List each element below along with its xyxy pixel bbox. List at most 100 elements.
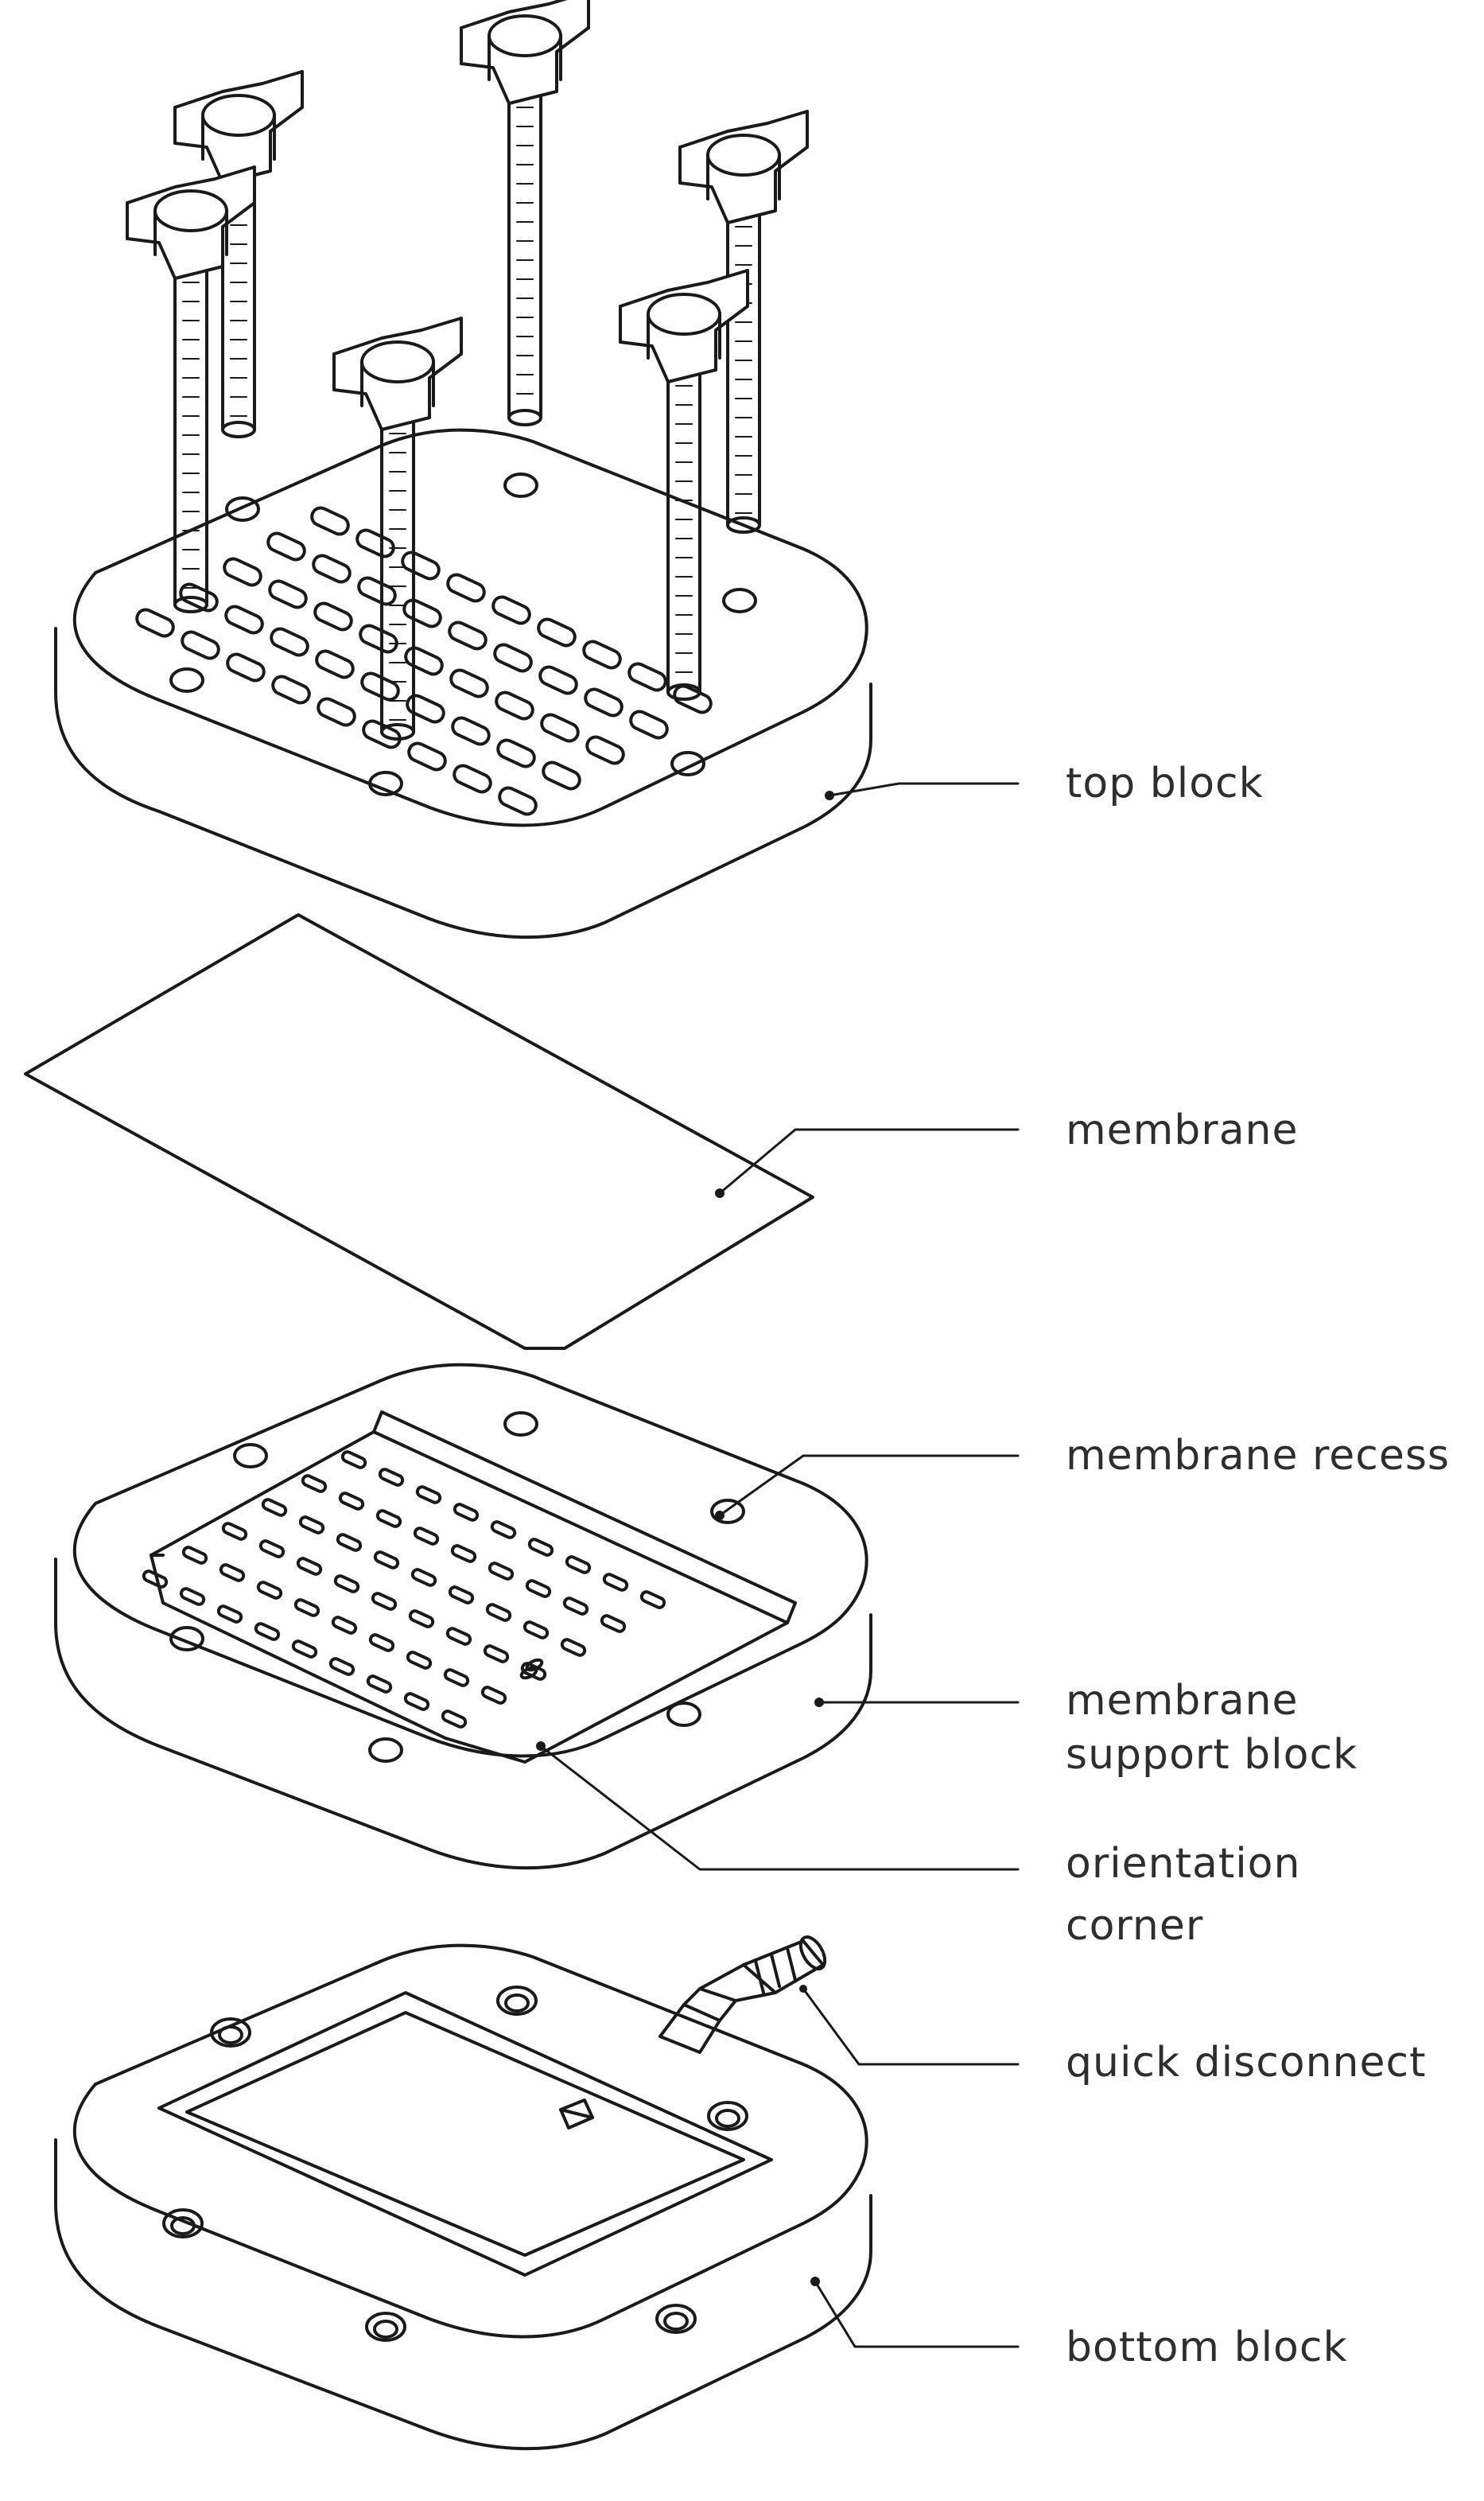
top-slot: [446, 573, 486, 603]
top-slot: [538, 665, 578, 695]
support-slot: [639, 1590, 666, 1609]
support-slot: [301, 1474, 328, 1493]
top-slot: [224, 605, 264, 635]
top-slot: [629, 710, 669, 740]
knob-wing: [332, 317, 463, 391]
support-slot: [485, 1603, 512, 1622]
top-slot: [495, 690, 534, 721]
support-slot: [256, 1581, 283, 1600]
counterbore-outer: [496, 1986, 538, 2016]
support-slot: [216, 1604, 243, 1624]
counterbore-inner: [218, 2025, 243, 2044]
label-orientation-corner-line1: orientation: [1066, 1840, 1301, 1888]
support-slot: [441, 1709, 468, 1729]
support-slot: [488, 1562, 515, 1581]
top-slot: [542, 760, 581, 791]
counterbore-inner: [715, 2109, 740, 2128]
label-orientation-corner-line2: corner: [1066, 1902, 1204, 1950]
knob-top: [153, 189, 228, 232]
knob-wing: [173, 70, 304, 145]
counterbore-outer: [365, 2312, 406, 2342]
top-slot: [401, 550, 441, 581]
support-slot: [336, 1533, 363, 1552]
support-slot: [448, 1585, 475, 1604]
support-slot: [445, 1627, 472, 1646]
support-slot: [221, 1522, 248, 1541]
counterbore-inner: [373, 2320, 398, 2339]
leader-lines: [539, 782, 1020, 2348]
support-slot: [298, 1515, 325, 1534]
support-slot: [415, 1485, 442, 1504]
knob-top: [706, 134, 781, 177]
counterbore-inner: [170, 2216, 196, 2235]
top-slot: [317, 697, 356, 727]
support-slot: [443, 1668, 470, 1687]
support-slot: [254, 1622, 281, 1641]
support-slot: [523, 1620, 550, 1639]
support-slot: [562, 1597, 589, 1616]
support-slot: [179, 1587, 206, 1606]
top-slot: [226, 652, 266, 683]
support-slot: [565, 1555, 592, 1574]
knob-side: [201, 114, 276, 161]
support-block-slots: [142, 1450, 666, 1729]
top-slot: [407, 741, 447, 772]
top-slot: [360, 671, 400, 702]
support-slot: [331, 1616, 358, 1635]
support-slot: [371, 1592, 398, 1611]
top-slot: [627, 662, 667, 692]
support-slot: [378, 1468, 405, 1487]
support-slot: [219, 1563, 246, 1582]
top-slot: [673, 684, 713, 714]
support-slot: [410, 1568, 437, 1587]
counterbore-inner: [663, 2312, 689, 2331]
support-slot: [403, 1692, 430, 1711]
label-quick-disconnect: quick disconnect: [1066, 2039, 1427, 2087]
top-slot: [266, 531, 306, 562]
clamp-rods: [126, 0, 809, 741]
top-slot: [179, 582, 219, 613]
support-slot: [293, 1598, 320, 1617]
quick-disconnect-fitting: [658, 1935, 827, 2054]
support-slot: [375, 1509, 402, 1528]
membrane-sheet: [24, 913, 814, 1350]
knob-side: [360, 360, 435, 407]
top-slot: [268, 579, 308, 609]
top-slot: [498, 786, 538, 816]
top-block-slots: [135, 506, 713, 816]
support-slot: [291, 1639, 318, 1659]
knob-side: [153, 209, 228, 256]
top-block: [54, 428, 872, 939]
top-slot: [402, 598, 442, 628]
top-slot: [135, 608, 175, 638]
bottom-block-holes: [162, 1986, 748, 2342]
rod-end: [507, 409, 542, 426]
support-slot: [602, 1573, 629, 1592]
top-slot: [355, 528, 395, 558]
counterbore-outer: [162, 2208, 204, 2238]
support-slot: [338, 1492, 365, 1511]
rod-end: [666, 683, 701, 701]
knob-side: [647, 313, 721, 360]
knob-top: [201, 94, 276, 137]
support-slot: [483, 1644, 510, 1663]
top-slot: [537, 617, 577, 648]
support-slot: [368, 1633, 395, 1652]
label-bottom-block: bottom block: [1066, 2324, 1348, 2371]
top-slot: [584, 687, 624, 718]
top-slot: [312, 554, 352, 584]
counterbore-outer: [707, 2101, 748, 2131]
support-slot: [340, 1450, 367, 1469]
top-slot: [582, 640, 622, 670]
top-slot: [406, 694, 445, 724]
knob-wing: [126, 165, 256, 240]
support-slot: [527, 1538, 554, 1557]
top-slot: [453, 764, 492, 794]
label-top-block: top block: [1066, 760, 1264, 807]
knob-wing: [619, 269, 749, 344]
top-slot: [310, 506, 350, 536]
support-slot: [490, 1520, 517, 1539]
top-slot: [271, 675, 311, 705]
rod-end: [221, 421, 256, 438]
support-slot: [296, 1557, 323, 1576]
